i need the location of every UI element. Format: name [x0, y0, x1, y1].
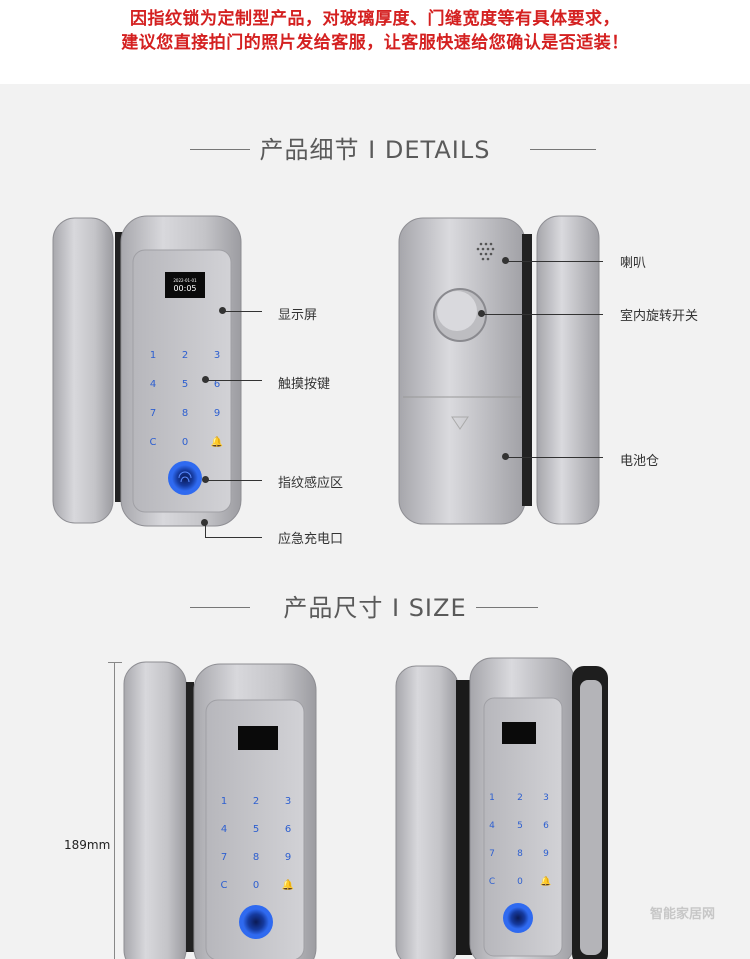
svg-text:🔔: 🔔 [540, 876, 551, 887]
svg-text:1: 1 [221, 796, 227, 807]
height-dimension: 189mm [64, 838, 111, 852]
watermark: 智能家居网 [650, 907, 716, 922]
key-3: 3 [214, 350, 220, 361]
svg-text:2: 2 [517, 793, 523, 803]
svg-text:7: 7 [489, 849, 495, 859]
key-4: 4 [150, 379, 156, 390]
svg-text:4: 4 [221, 824, 227, 835]
key-6: 6 [214, 379, 220, 390]
key-clear: C [150, 437, 157, 448]
notice-line-1: 因指纹锁为定制型产品，对玻璃厚度、门缝宽度等有具体要求， [130, 9, 620, 29]
svg-text:4: 4 [489, 821, 495, 831]
back-lock-illustration [398, 215, 600, 525]
svg-text:🔔: 🔔 [282, 879, 294, 891]
svg-text:2: 2 [253, 796, 259, 807]
notice-line-2: 建议您直接拍门的照片发给客服，让客服快速给您确认是否适装！ [121, 33, 629, 53]
svg-text:6: 6 [285, 824, 291, 835]
label-emergency-port: 应急充电口 [278, 532, 344, 547]
svg-text:0: 0 [517, 877, 523, 887]
label-speaker: 喇叭 [620, 256, 647, 271]
heading-rule-right [476, 607, 538, 608]
svg-text:00:05: 00:05 [173, 284, 196, 293]
label-indoor-knob: 室内旋转开关 [620, 309, 699, 324]
svg-text:8: 8 [253, 852, 259, 863]
svg-text:5: 5 [253, 824, 259, 835]
key-0: 0 [182, 437, 188, 448]
svg-text:7: 7 [221, 852, 227, 863]
notice-banner: 因指纹锁为定制型产品，对玻璃厚度、门缝宽度等有具体要求， 建议您直接拍门的照片发… [0, 0, 750, 62]
label-touch-keys: 触摸按键 [278, 377, 331, 392]
details-title: 产品细节 I DETAILS [259, 136, 491, 164]
svg-text:2022-01-01: 2022-01-01 [173, 278, 197, 283]
front-lock-illustration: 2022-01-01 00:05 1 2 3 4 5 6 7 8 9 C 0 🔔 [52, 215, 242, 527]
heading-rule-left [190, 607, 250, 608]
key-8: 8 [182, 408, 188, 419]
svg-text:C: C [221, 880, 228, 891]
svg-text:9: 9 [543, 849, 549, 859]
svg-text:9: 9 [285, 852, 291, 863]
label-display: 显示屏 [278, 308, 318, 323]
bell-icon: 🔔 [211, 436, 223, 448]
label-fingerprint: 指纹感应区 [278, 476, 344, 491]
size-front-lock: 1 2 3 4 5 6 7 8 9 C 0 🔔 [123, 661, 317, 959]
size-heading: 产品尺寸 I SIZE [0, 588, 750, 628]
key-7: 7 [150, 408, 156, 419]
svg-text:C: C [489, 877, 495, 887]
svg-text:3: 3 [543, 793, 549, 803]
key-1: 1 [150, 350, 156, 361]
key-2: 2 [182, 350, 188, 361]
svg-text:5: 5 [517, 821, 523, 831]
key-9: 9 [214, 408, 220, 419]
key-5: 5 [182, 379, 188, 390]
details-heading: 产品细节 I DETAILS [0, 130, 750, 170]
svg-text:0: 0 [253, 880, 259, 891]
label-battery: 电池仓 [620, 454, 660, 469]
size-angled-lock: 1 2 3 4 5 6 7 8 9 C 0 🔔 [395, 657, 608, 959]
svg-text:3: 3 [285, 796, 291, 807]
svg-text:1: 1 [489, 793, 495, 803]
heading-rule-left [190, 149, 250, 150]
svg-text:6: 6 [543, 821, 549, 831]
heading-rule-right [530, 149, 596, 150]
svg-text:8: 8 [517, 849, 523, 859]
size-title: 产品尺寸 I SIZE [283, 594, 467, 622]
